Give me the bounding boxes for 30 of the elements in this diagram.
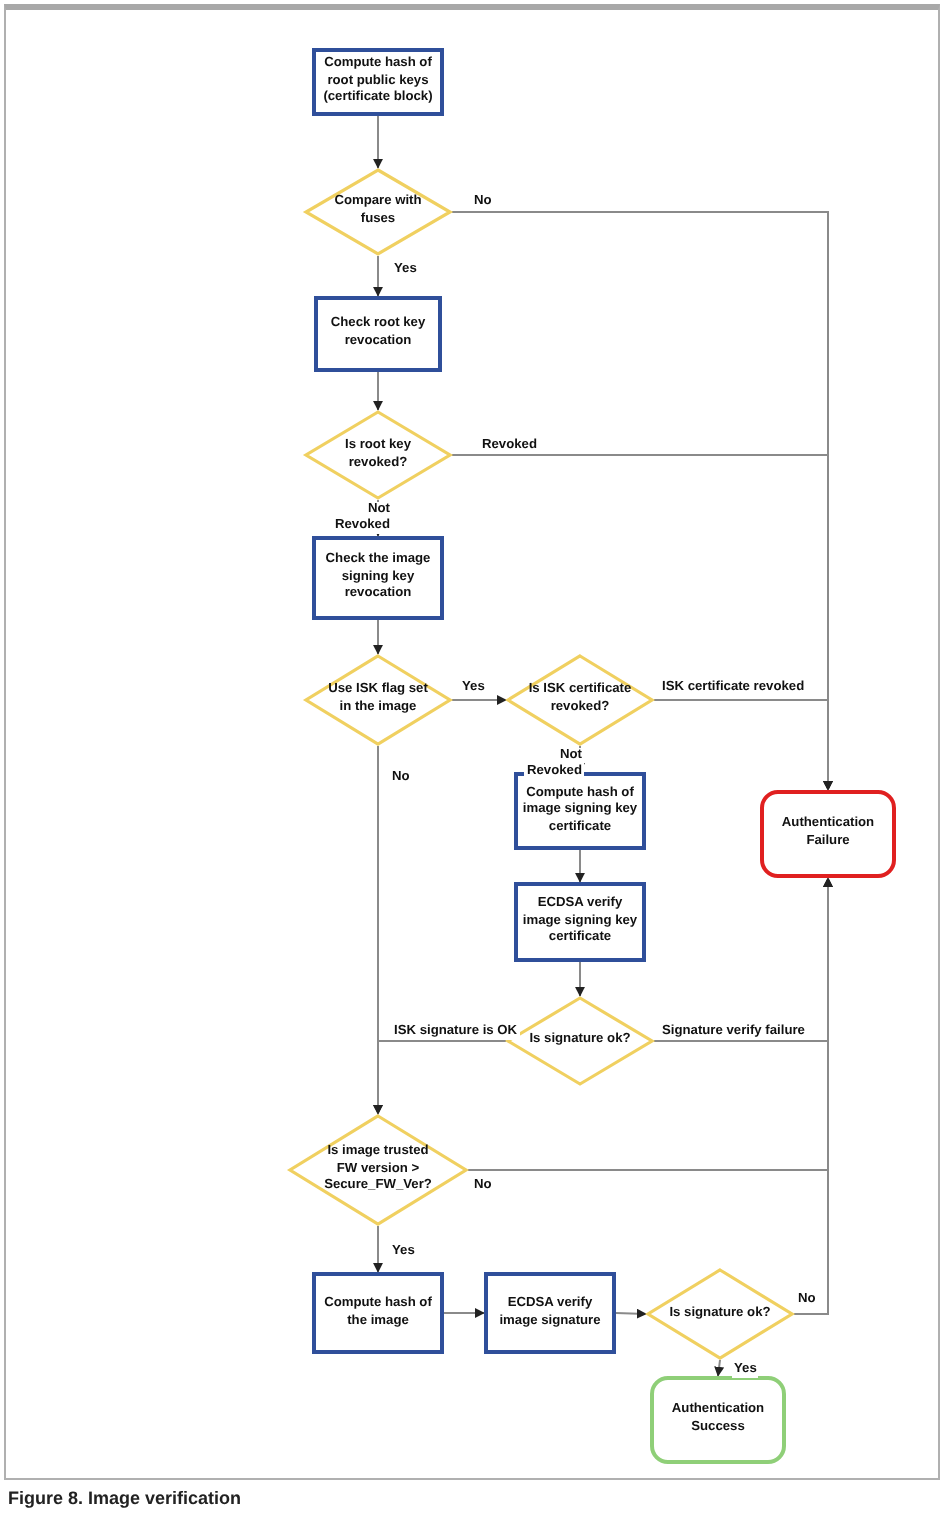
decision-diamond <box>304 410 452 500</box>
process-box <box>312 48 444 116</box>
process-box <box>314 296 442 372</box>
process-box <box>514 882 646 962</box>
figure-caption: Figure 8. Image verification <box>8 1488 242 1508</box>
terminal-box <box>650 1376 786 1464</box>
arrow <box>373 745 383 1115</box>
arrow <box>373 619 383 655</box>
arrow <box>575 849 585 883</box>
decision-diamond <box>288 1114 468 1226</box>
arrow <box>451 695 507 705</box>
arrow <box>373 371 383 411</box>
process-box <box>312 536 444 620</box>
arrow <box>714 1359 725 1377</box>
arrow <box>615 1308 647 1319</box>
arrow <box>793 877 833 1315</box>
process-box <box>514 772 646 850</box>
decision-diamond <box>506 654 654 746</box>
decision-diamond <box>646 1268 794 1360</box>
arrow <box>373 115 383 169</box>
arrow <box>373 255 383 297</box>
arrow <box>373 1225 383 1273</box>
arrow <box>443 1308 485 1318</box>
decision-diamond <box>304 168 452 256</box>
process-box <box>484 1272 616 1354</box>
decision-diamond <box>304 654 452 746</box>
process-box <box>312 1272 444 1354</box>
arrow <box>653 699 833 791</box>
terminal-box <box>760 790 896 878</box>
arrow <box>575 961 585 997</box>
